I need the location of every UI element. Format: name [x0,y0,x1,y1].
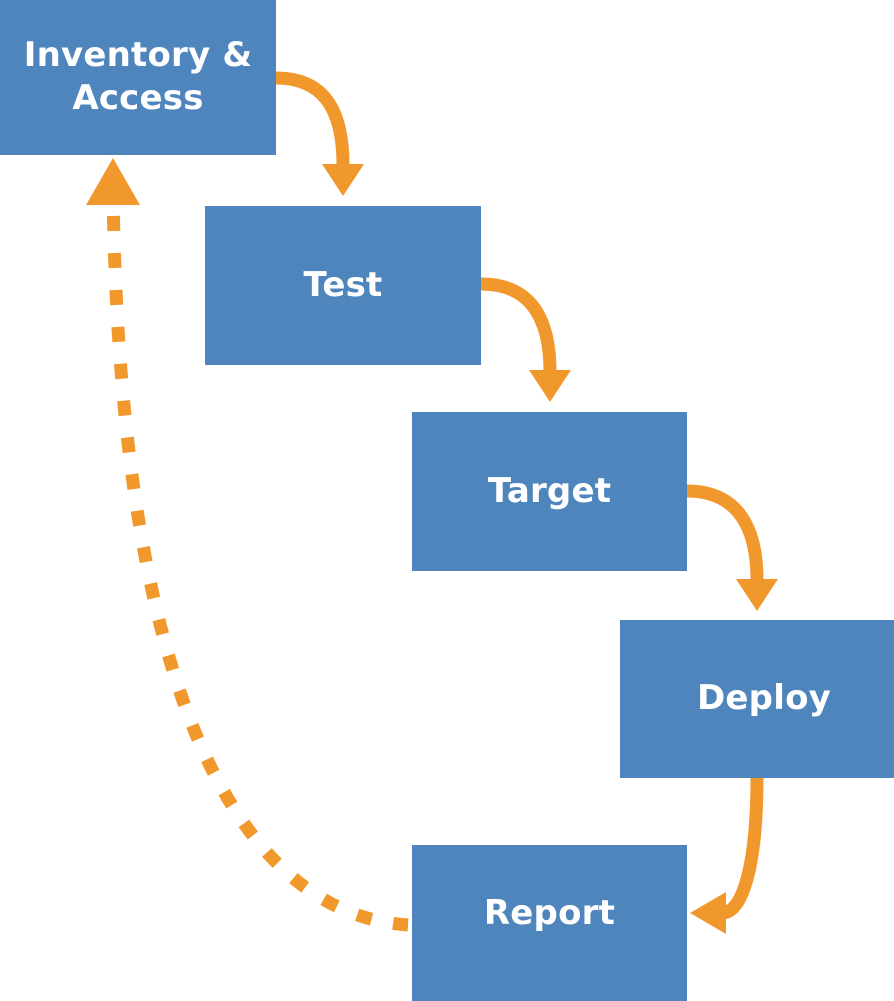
node-inventory-access-label: Inventory & Access [23,34,253,119]
connector-deploy-to-report [690,777,764,934]
connector-test-to-target [480,277,571,402]
connector-target-to-deploy [686,484,778,611]
node-deploy-label: Deploy [697,678,831,719]
node-report-label: Report [483,893,616,933]
node-deploy[interactable]: Deploy [620,620,894,778]
node-test-label: Test [303,264,383,305]
node-report[interactable]: Report [412,845,687,1001]
node-inventory-access[interactable]: Inventory & Access [0,0,276,155]
connector-inventory-to-test [275,71,364,196]
node-test[interactable]: Test [205,206,481,365]
node-target-label: Target [487,470,612,511]
node-target[interactable]: Target [412,412,687,571]
